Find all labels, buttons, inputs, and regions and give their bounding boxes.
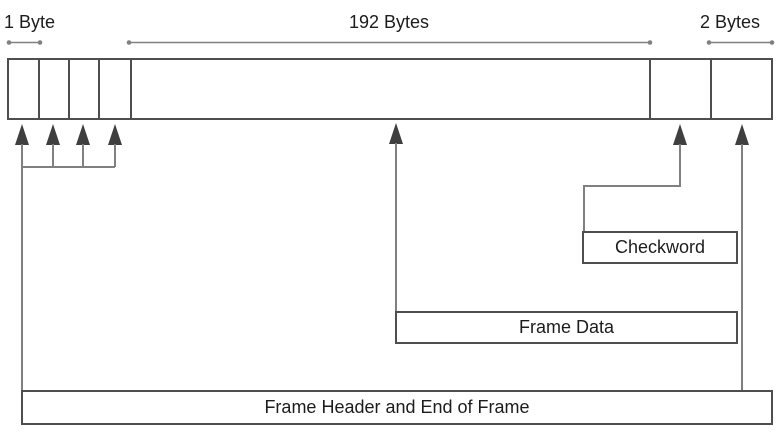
data-measure-line [126, 40, 653, 45]
header-pointer-arrows [15, 124, 122, 392]
frame-data-box: Frame Data [395, 311, 738, 344]
checkword-box-label: Checkword [614, 237, 706, 257]
frame-data-pointer-arrow [389, 123, 403, 312]
frame-header-eof-box: Frame Header and End of Frame [21, 390, 773, 425]
up-arrow-icon [673, 124, 687, 145]
frame-rectangle [7, 58, 773, 120]
frame-header-eof-box-label: Frame Header and End of Frame [264, 397, 530, 417]
checkword-pointer-arrow [583, 124, 687, 232]
cell-divider [68, 58, 70, 120]
cell-divider [649, 58, 651, 120]
header-size-label: 1 Byte [4, 12, 56, 32]
up-arrow-icon [15, 124, 29, 145]
data-size-label: 192 Bytes [348, 12, 430, 32]
header-measure-line [6, 40, 43, 45]
cell-divider [98, 58, 100, 120]
up-arrow-icon [108, 124, 122, 145]
up-arrow-icon [735, 124, 749, 145]
end-of-frame-pointer-arrow [735, 124, 749, 391]
frame-data-box-label: Frame Data [518, 317, 615, 337]
cell-divider [130, 58, 132, 120]
up-arrow-icon [46, 124, 60, 145]
cell-divider [38, 58, 40, 120]
cell-divider [710, 58, 712, 120]
eof-measure-line [706, 40, 775, 45]
up-arrow-icon [76, 124, 90, 145]
checkword-box: Checkword [582, 231, 738, 264]
up-arrow-icon [389, 123, 403, 144]
eof-size-label: 2 Bytes [699, 12, 761, 32]
